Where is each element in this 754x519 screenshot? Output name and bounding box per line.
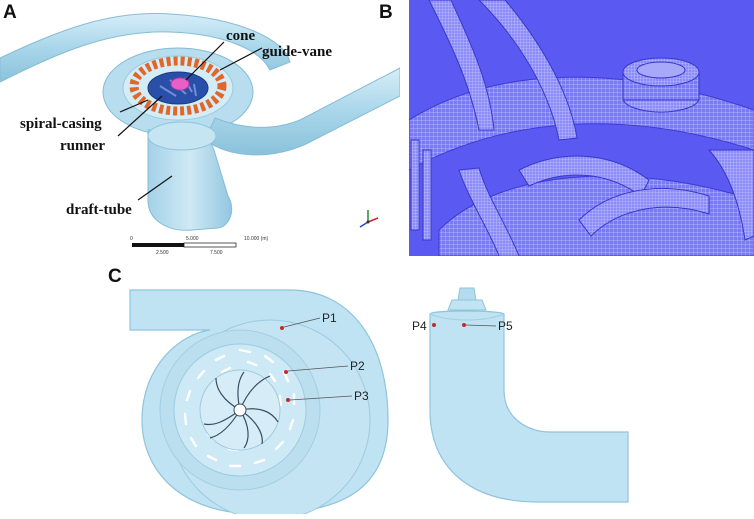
scale-tick-0: 0 <box>130 236 133 242</box>
panel-b-letter: B <box>379 2 393 23</box>
spiral-casing-top-view <box>129 289 389 519</box>
callout-spiral-casing: spiral-casing <box>20 116 102 132</box>
axis-triad-icon <box>359 210 379 228</box>
panel-c: P1 P2 P3 P4 P5 <box>120 270 754 519</box>
scale-bar: 0 5.000 10.000 (m) 2.500 7.500 <box>130 236 269 256</box>
label-p5: P5 <box>498 319 513 333</box>
monitor-point-p1 <box>280 317 321 330</box>
monitor-point-p2 <box>284 365 349 374</box>
outlet-pipe <box>204 67 401 156</box>
label-p3: P3 <box>354 389 369 403</box>
inlet-pipe <box>0 13 291 83</box>
label-p2: P2 <box>350 359 365 373</box>
panel-b <box>408 0 754 257</box>
scale-tick-5: 5.000 <box>186 236 199 242</box>
callout-guide-vane: guide-vane <box>262 44 332 60</box>
label-p1: P1 <box>322 311 337 325</box>
label-p4: P4 <box>412 319 427 333</box>
monitoring-points-view: P1 P2 P3 P4 P5 <box>129 287 629 519</box>
panel-a-letter: A <box>3 2 17 23</box>
monitor-point-p5 <box>462 323 497 327</box>
scale-tick-2-5: 2.500 <box>156 250 169 256</box>
panel-c-letter: C <box>108 266 122 287</box>
callout-draft-tube: draft-tube <box>66 202 132 218</box>
monitor-point-p4 <box>432 323 436 327</box>
panel-a: A <box>0 0 401 262</box>
callout-cone: cone <box>226 28 256 44</box>
scale-tick-7-5: 7.500 <box>210 250 223 256</box>
runner-cone <box>170 77 190 91</box>
scale-tick-10: 10.000 (m) <box>244 236 269 242</box>
callout-runner: runner <box>60 138 105 154</box>
monitor-point-p3 <box>286 395 353 402</box>
turbine-3d-view: cone guide-vane spiral-casing runner dra… <box>0 13 401 256</box>
guide-vane-ring <box>129 56 227 116</box>
draft-tube-side-view <box>429 287 629 503</box>
mesh-closeup-view <box>408 0 754 257</box>
